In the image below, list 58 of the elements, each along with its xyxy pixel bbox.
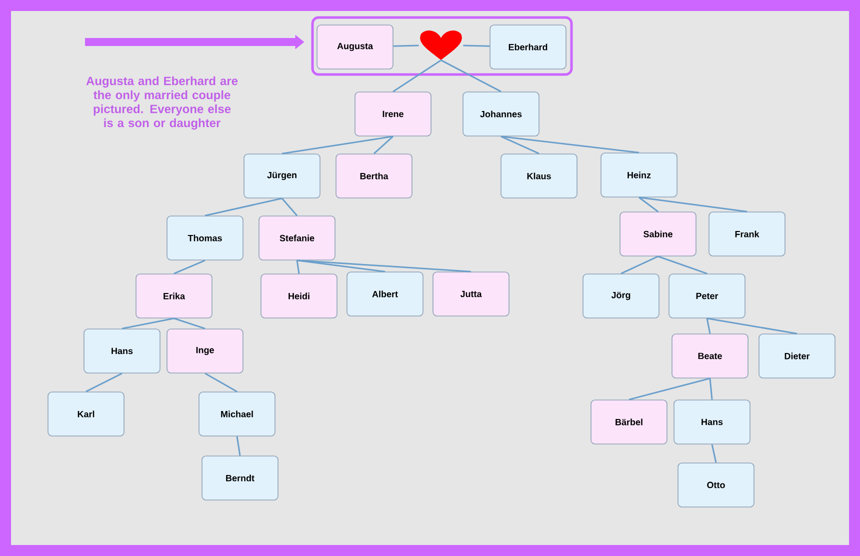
person-box: Heinz	[600, 152, 678, 198]
connector-line	[393, 44, 419, 47]
connector-line	[281, 198, 298, 216]
connector-line	[706, 318, 711, 334]
connector-line	[392, 60, 442, 92]
connector-line	[658, 256, 708, 274]
connector-line	[711, 444, 717, 463]
person-box: Hans	[84, 328, 160, 374]
person-box: Hans	[674, 400, 750, 444]
person-box: Irene	[354, 92, 432, 136]
person-box: Stefanie	[258, 216, 336, 260]
connector-line	[236, 436, 241, 456]
person-box: Peter	[668, 274, 746, 318]
person-box: Dieter	[758, 334, 836, 378]
person-box: Klaus	[500, 154, 578, 198]
connector-line	[296, 260, 300, 274]
person-box: Berndt	[202, 456, 278, 500]
person-box: Thomas	[166, 216, 244, 260]
person-box: Karl	[48, 392, 124, 436]
connector-line	[628, 378, 710, 400]
connector-line	[296, 260, 386, 272]
person-box: Jörg	[582, 274, 660, 318]
connector-line	[204, 198, 282, 216]
person-box: Sabine	[620, 212, 696, 256]
connector-line	[709, 378, 713, 400]
person-box: Eberhard	[490, 24, 566, 70]
connector-line	[706, 318, 798, 334]
couple-frame	[311, 16, 573, 76]
connector-line	[638, 196, 658, 212]
person-box: Jutta	[432, 272, 510, 316]
person-box: Erika	[136, 274, 212, 318]
connector-line	[463, 44, 490, 47]
person-box: Johannes	[462, 92, 540, 136]
person-box: Beate	[672, 334, 748, 378]
person-box: Albert	[346, 272, 424, 316]
person-box: Inge	[166, 328, 244, 374]
connector-line	[500, 136, 640, 154]
person-box: Jürgen	[244, 154, 320, 198]
connector-line	[620, 256, 658, 274]
connector-line	[500, 136, 540, 154]
connector-line	[638, 196, 748, 212]
connector-line	[440, 60, 502, 92]
person-box: Heidi	[260, 274, 338, 318]
heart-icon	[420, 30, 462, 60]
connector-line	[174, 318, 206, 330]
person-box: Michael	[198, 392, 276, 436]
connector-line	[86, 372, 122, 392]
person-box: Bärbel	[590, 400, 668, 444]
connector-line	[282, 136, 394, 154]
connector-line	[204, 372, 238, 392]
person-box: Frank	[708, 212, 786, 256]
connector-line	[174, 260, 206, 274]
connector-line	[374, 136, 394, 154]
person-box: Bertha	[336, 154, 412, 198]
person-box: Augusta	[316, 24, 394, 70]
connector-line	[296, 260, 472, 272]
note-text: Augusta and Eberhard are the only married couple pictured. Everyone else is a son or daughter	[86, 76, 238, 130]
person-box: Otto	[678, 462, 754, 508]
